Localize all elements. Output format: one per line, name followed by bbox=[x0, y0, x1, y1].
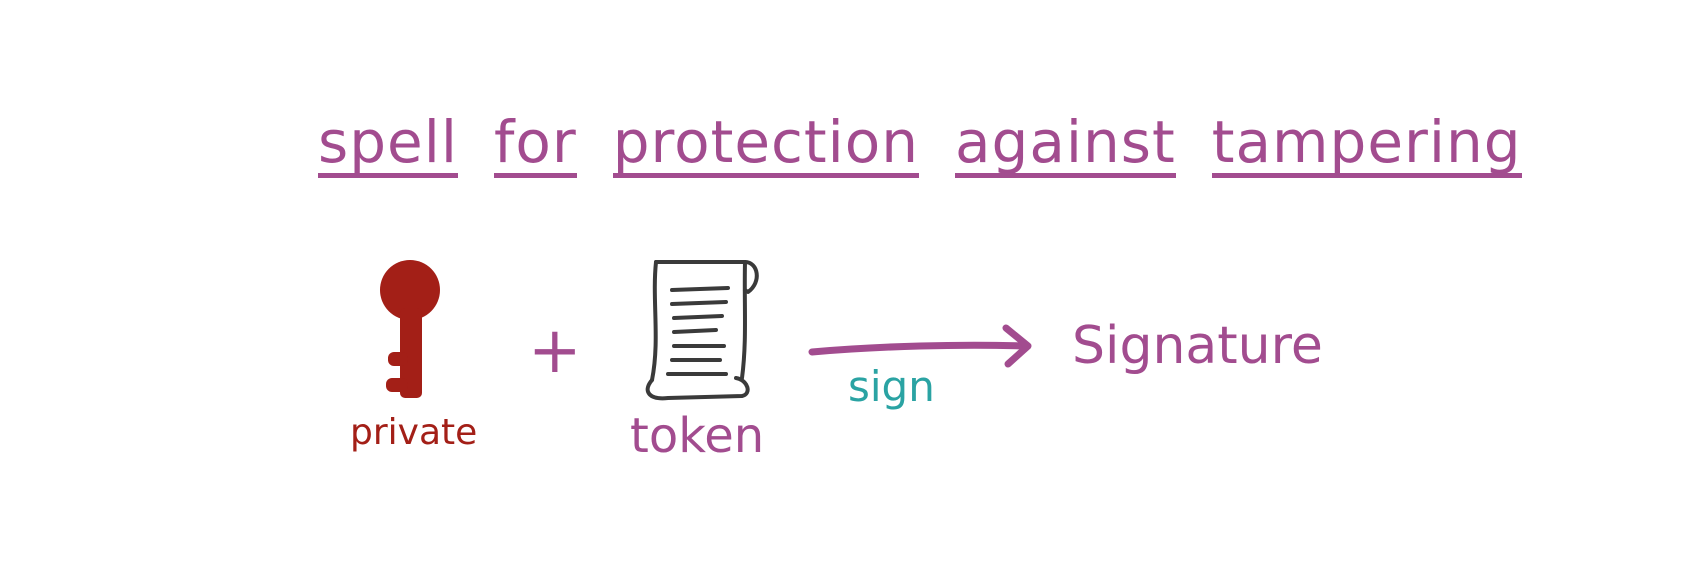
title-word: tampering bbox=[1211, 108, 1522, 178]
signature-label: Signature bbox=[1072, 316, 1323, 376]
plus-operator: + bbox=[528, 314, 582, 388]
scroll-icon bbox=[645, 260, 759, 401]
title-word: for bbox=[493, 108, 577, 178]
sign-arrow-label: sign bbox=[848, 362, 935, 411]
token-label: token bbox=[630, 408, 765, 464]
title-word: protection bbox=[612, 108, 919, 178]
title-word: spell bbox=[318, 108, 458, 178]
arrow-right-icon bbox=[808, 324, 1032, 368]
diagram-title: spell for protection against tampering bbox=[318, 108, 1558, 178]
key-icon bbox=[380, 260, 440, 398]
title-word: against bbox=[955, 108, 1176, 178]
private-key-label: private bbox=[350, 412, 478, 453]
